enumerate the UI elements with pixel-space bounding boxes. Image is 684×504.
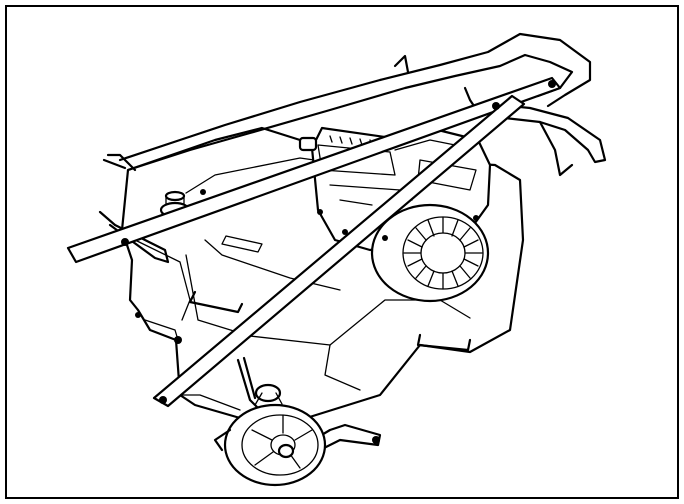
rear-handle-stub [102,153,137,172]
bolt-housing [200,189,206,195]
wheel [213,383,327,487]
front-lever [98,210,170,264]
bolt-starter [382,235,388,241]
bolt-right [473,215,479,221]
side-handle-left [188,290,244,314]
bolt-engine-1 [317,209,323,215]
diagonal-strut [152,94,526,408]
recoil-starter [370,203,490,303]
cross-brace [66,76,562,264]
bolt-engine-2 [342,229,348,235]
fuel-tank [298,135,396,176]
bolt-lower-left [135,312,141,318]
side-handle-right [416,333,472,352]
handle-bar [118,32,607,177]
